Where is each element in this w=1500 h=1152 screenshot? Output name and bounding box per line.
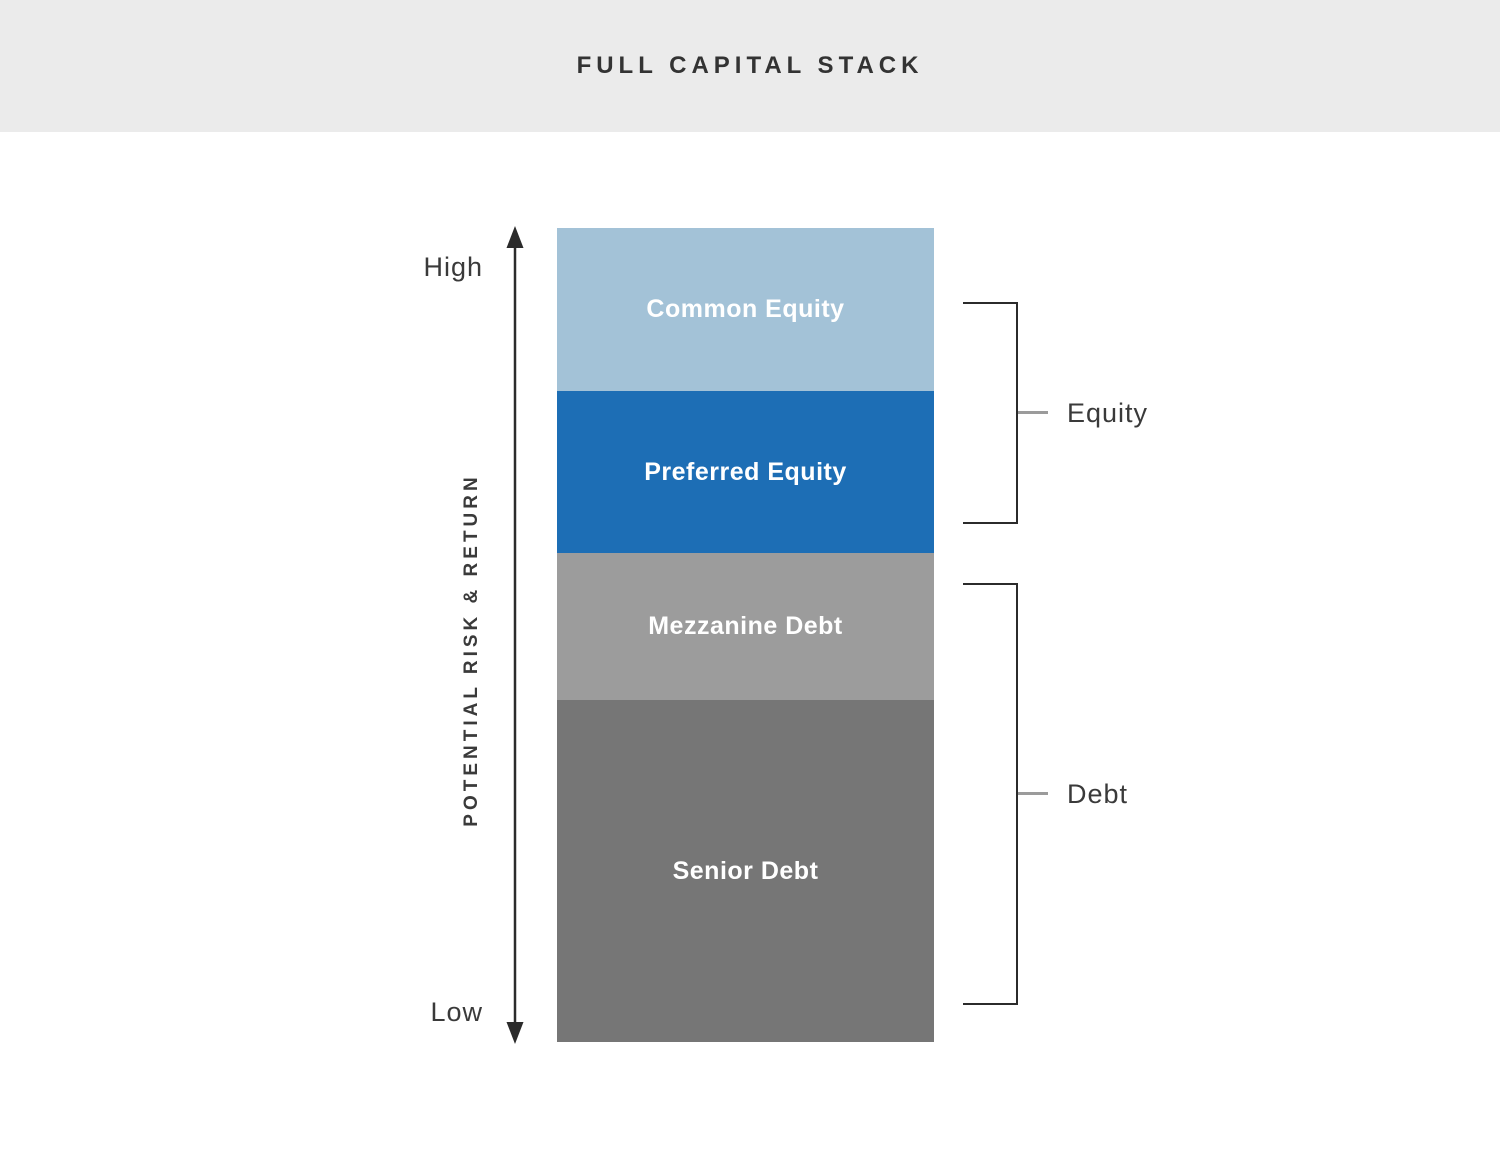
segment-mezzanine-debt: Mezzanine Debt bbox=[557, 553, 934, 700]
segment-common-equity: Common Equity bbox=[557, 228, 934, 391]
equity-bracket-tick bbox=[1018, 411, 1048, 414]
segment-senior-debt-label: Senior Debt bbox=[672, 856, 819, 885]
equity-bracket bbox=[963, 302, 1018, 524]
capital-stack-bar: Common Equity Preferred Equity Mezzanine… bbox=[557, 228, 934, 1042]
equity-group-label: Equity bbox=[1067, 398, 1149, 428]
risk-return-arrow-icon bbox=[506, 226, 524, 1044]
axis-title: POTENTIAL RISK & RETURN bbox=[461, 473, 482, 827]
segment-preferred-equity-label: Preferred Equity bbox=[644, 457, 847, 486]
debt-bracket-tick bbox=[1018, 792, 1048, 795]
segment-common-equity-label: Common Equity bbox=[646, 295, 845, 323]
header-band: FULL CAPITAL STACK bbox=[0, 0, 1500, 132]
segment-senior-debt: Senior Debt bbox=[557, 700, 934, 1042]
page-title: FULL CAPITAL STACK bbox=[576, 52, 924, 79]
debt-group-label: Debt bbox=[1067, 779, 1129, 809]
segment-mezzanine-debt-label: Mezzanine Debt bbox=[648, 612, 843, 640]
segment-preferred-equity: Preferred Equity bbox=[557, 391, 934, 553]
axis-high-label: High bbox=[423, 252, 483, 282]
debt-bracket bbox=[963, 583, 1018, 1005]
axis-low-label: Low bbox=[430, 997, 483, 1027]
